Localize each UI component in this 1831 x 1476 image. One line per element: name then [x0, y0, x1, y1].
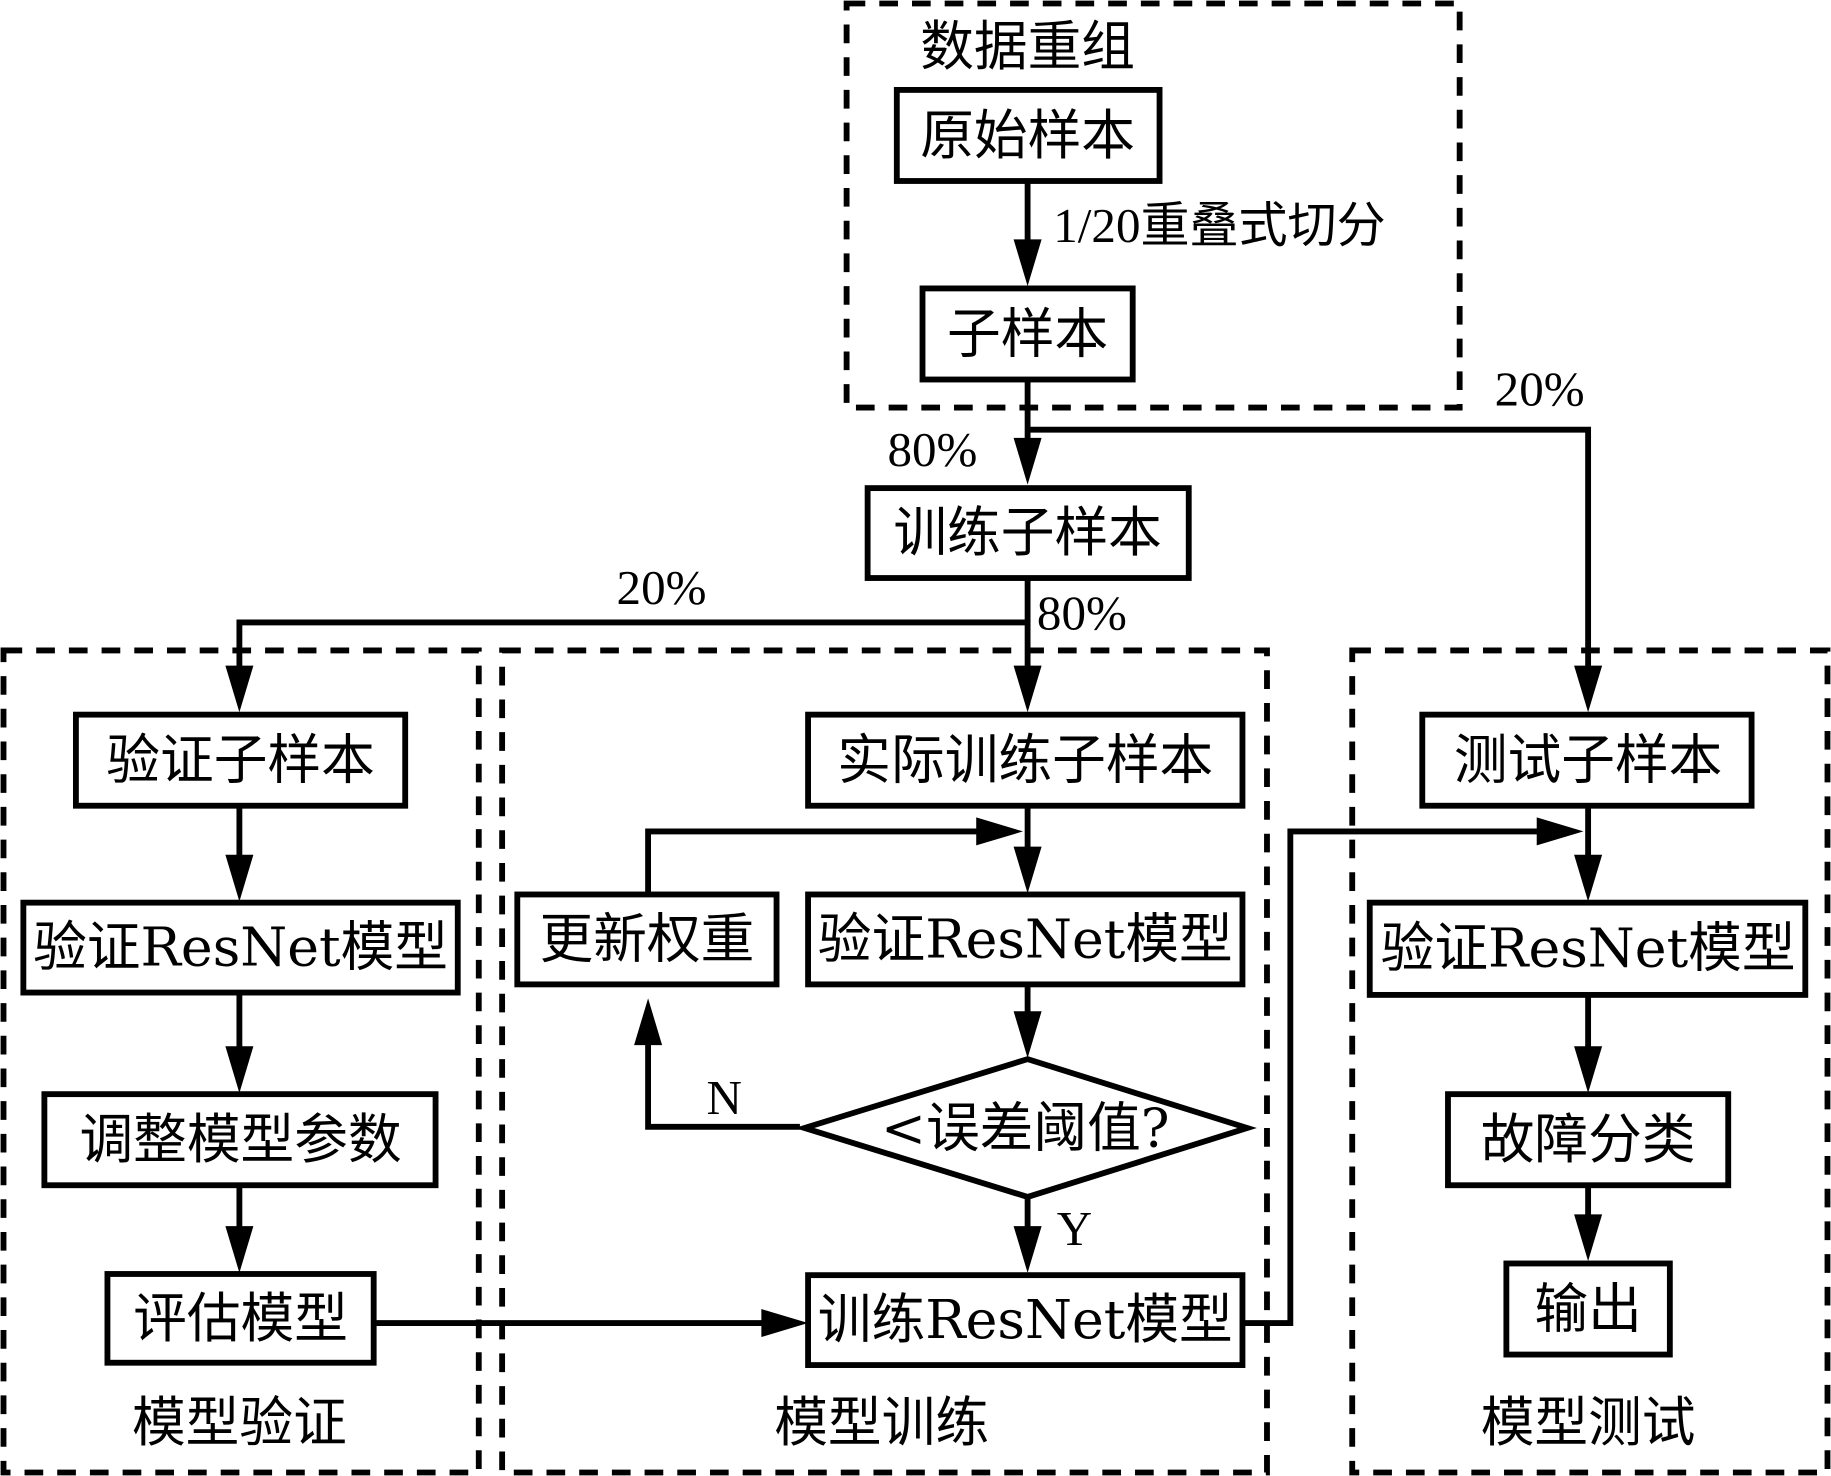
node-sub-sample: 子样本: [919, 285, 1136, 383]
node-evaluate-model: 评估模型: [104, 1271, 377, 1366]
node-test-sub-sample: 测试子样本: [1419, 711, 1755, 809]
node-update-weights: 更新权重: [514, 891, 780, 988]
node-val-resnet-left: 验证ResNet模型: [20, 899, 461, 996]
label-to-train-pct: 80%: [887, 422, 977, 477]
node-val-resnet-left-label: 验证ResNet模型: [33, 916, 448, 979]
node-error-threshold-label: <误差阈值?: [881, 1097, 1170, 1160]
label-no: N: [706, 1070, 741, 1125]
region-training: [499, 647, 1270, 1476]
node-fault-classify: 故障分类: [1445, 1091, 1732, 1189]
node-train-sub-sample: 训练子样本: [864, 485, 1192, 581]
label-overlap-split: 1/20重叠式切分: [1053, 198, 1385, 253]
node-update-weights-label: 更新权重: [540, 907, 755, 970]
node-train-sub-sample-label: 训练子样本: [893, 501, 1162, 564]
node-val-resnet-right: 验证ResNet模型: [1366, 899, 1809, 998]
label-yes: Y: [1057, 1201, 1092, 1256]
node-val-resnet-right-label: 验证ResNet模型: [1381, 917, 1796, 980]
label-to-actual-train-pct: 80%: [1037, 586, 1127, 641]
node-val-sub-sample-label: 验证子样本: [106, 729, 375, 792]
node-raw-sample-label: 原始样本: [920, 104, 1135, 167]
label-to-test-pct: 20%: [1495, 361, 1585, 416]
node-output-label: 输出: [1534, 1278, 1641, 1341]
region-title-testing: 模型测试: [1481, 1391, 1696, 1454]
connectors: [236, 180, 1592, 1326]
region-title-data-regroup: 数据重组: [920, 15, 1135, 78]
node-error-threshold: <误差阈值?: [794, 1056, 1257, 1200]
node-val-sub-sample: 验证子样本: [72, 711, 409, 809]
node-tune-params: 调整模型参数: [41, 1091, 439, 1189]
node-fault-classify-label: 故障分类: [1481, 1108, 1696, 1171]
node-val-resnet-mid: 验证ResNet模型: [805, 891, 1246, 988]
node-actual-train-sub-sample-label: 实际训练子样本: [837, 729, 1213, 792]
node-test-sub-sample-label: 测试子样本: [1454, 729, 1723, 792]
node-actual-train-sub-sample: 实际训练子样本: [805, 711, 1246, 809]
node-train-resnet-label: 训练ResNet模型: [818, 1288, 1233, 1351]
node-train-resnet: 训练ResNet模型: [805, 1272, 1246, 1368]
region-data-regroup: [843, 0, 1463, 411]
region-title-validation: 模型验证: [132, 1391, 347, 1454]
node-raw-sample: 原始样本: [893, 86, 1163, 184]
node-output: 输出: [1503, 1260, 1673, 1358]
region-title-training: 模型训练: [774, 1391, 989, 1454]
node-tune-params-label: 调整模型参数: [79, 1108, 401, 1171]
label-to-val-pct: 20%: [617, 560, 707, 615]
arrowheads: [225, 239, 1603, 1338]
node-evaluate-model-label: 评估模型: [133, 1287, 348, 1350]
node-sub-sample-label: 子样本: [947, 302, 1108, 365]
node-val-resnet-mid-label: 验证ResNet模型: [818, 907, 1233, 970]
